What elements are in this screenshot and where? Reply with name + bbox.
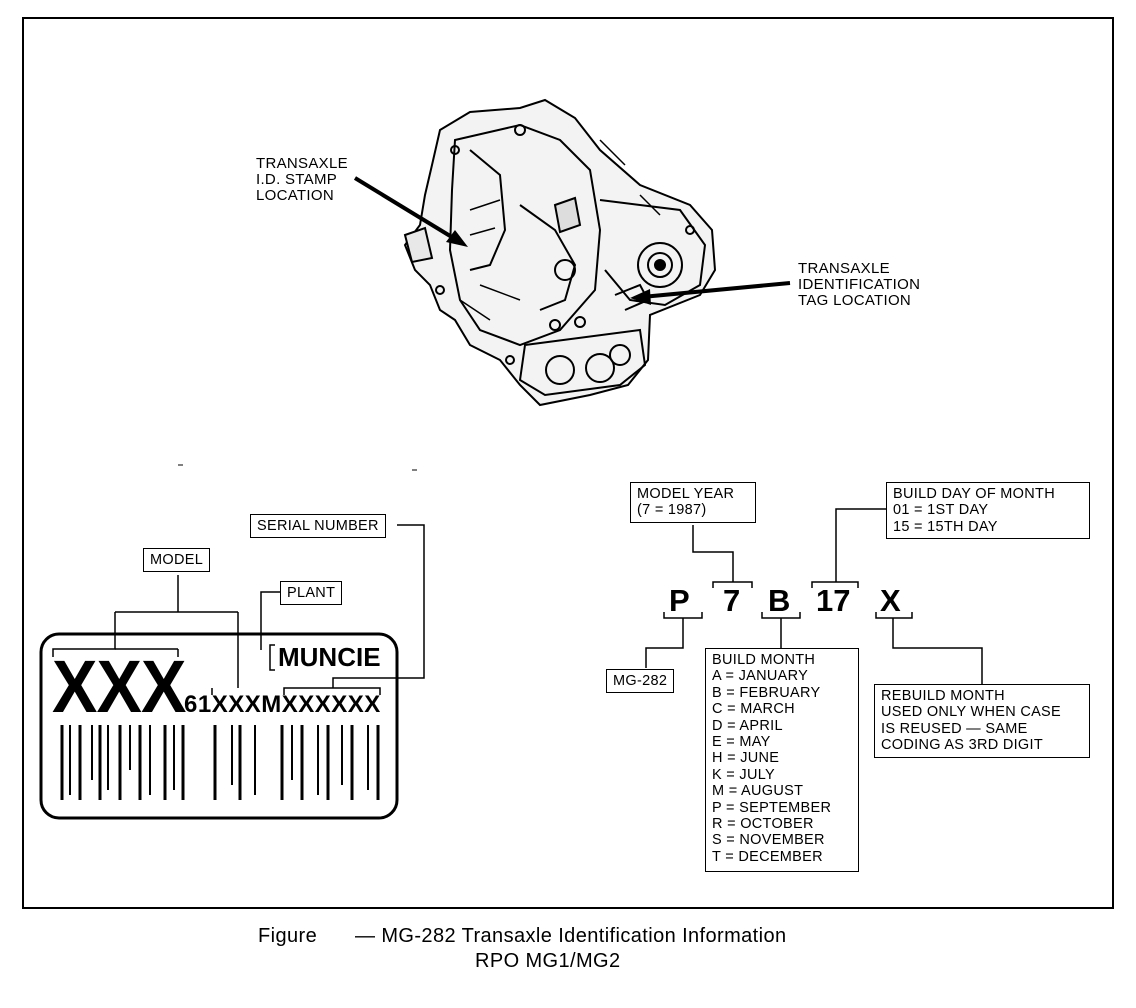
model-label: MODEL [143, 548, 211, 573]
build-day-box: BUILD DAY OF MONTH 01 = 1ST DAY 15 = 15T… [886, 482, 1090, 540]
rebuild-month-box: REBUILD MONTH USED ONLY WHEN CASE IS REU… [874, 684, 1090, 758]
tag-barcode [60, 725, 380, 800]
id-tag [39, 632, 399, 820]
figure-frame [22, 17, 1114, 909]
callout-line: TRANSAXLE [798, 260, 890, 277]
code-char-year: 7 [723, 583, 741, 618]
figure-label: Figure [258, 925, 318, 947]
build-month-entry: D = APRIL [712, 717, 783, 734]
id-tag-callout: TRANSAXLE IDENTIFICATION TAG LOCATION [798, 261, 920, 309]
build-month-entry: E = MAY [712, 734, 771, 751]
build-month-entry: R = OCTOBER [712, 816, 814, 833]
tag-serial-number: 61XXXMXXXXXX [184, 691, 381, 718]
code-char-rebuild: X [880, 583, 901, 618]
build-month-title: BUILD MONTH [712, 652, 816, 668]
model-year-line: (7 = 1987) [637, 502, 707, 519]
rebuild-month-line: CODING AS 3RD DIGIT [881, 737, 1043, 754]
callout-line: TRANSAXLE [256, 155, 348, 172]
build-month-entry: P = SEPTEMBER [712, 799, 832, 816]
model-year-box: MODEL YEAR (7 = 1987) [630, 482, 756, 523]
build-month-entry: B = FEBRUARY [712, 684, 821, 701]
tag-plant-name: MUNCIE [278, 642, 381, 672]
rebuild-month-line: USED ONLY WHEN CASE [881, 704, 1062, 721]
tag-callout-arrow [630, 281, 791, 305]
build-day-line: 15 = 15TH DAY [893, 518, 998, 535]
stamp-callout-arrow [353, 176, 468, 247]
build-month-box: BUILD MONTH A = JANUARY B = FEBRUARY C =… [705, 648, 859, 872]
serial-number-label: SERIAL NUMBER [250, 514, 386, 539]
callout-line: LOCATION [256, 187, 334, 204]
rebuild-month-line: REBUILD MONTH [881, 688, 1005, 704]
callout-line: TAG LOCATION [798, 292, 912, 309]
build-day-line: BUILD DAY OF MONTH [893, 486, 1055, 502]
build-month-entry: T = DECEMBER [712, 848, 823, 865]
code-char-month: B [768, 583, 791, 618]
figure-subtitle: RPO MG1/MG2 [475, 950, 621, 972]
model-year-line: MODEL YEAR [637, 486, 735, 502]
build-month-entry: S = NOVEMBER [712, 832, 825, 849]
build-month-entry: M = AUGUST [712, 783, 804, 800]
build-month-entry: A = JANUARY [712, 668, 809, 685]
id-stamp-callout: TRANSAXLE I.D. STAMP LOCATION [256, 156, 348, 204]
rebuild-month-line: IS REUSED — SAME [881, 720, 1028, 737]
code-char-plant: P [669, 583, 690, 618]
callout-line: I.D. STAMP [256, 171, 338, 188]
build-month-entry: K = JULY [712, 766, 775, 783]
build-day-line: 01 = 1ST DAY [893, 502, 989, 519]
code-leader-lines [645, 508, 983, 685]
plant-label: PLANT [280, 581, 343, 606]
build-month-entry: H = JUNE [712, 750, 780, 767]
tag-leader-lines [52, 524, 425, 695]
tag-model-code: XXX [52, 645, 186, 728]
code-char-day: 17 [816, 583, 851, 618]
callout-line: IDENTIFICATION [798, 276, 921, 293]
transaxle-illustration [403, 98, 717, 407]
model-number-box: MG-282 [606, 669, 675, 694]
figure-title: — MG-282 Transaxle Identification Inform… [355, 925, 787, 947]
build-month-entry: C = MARCH [712, 701, 795, 718]
